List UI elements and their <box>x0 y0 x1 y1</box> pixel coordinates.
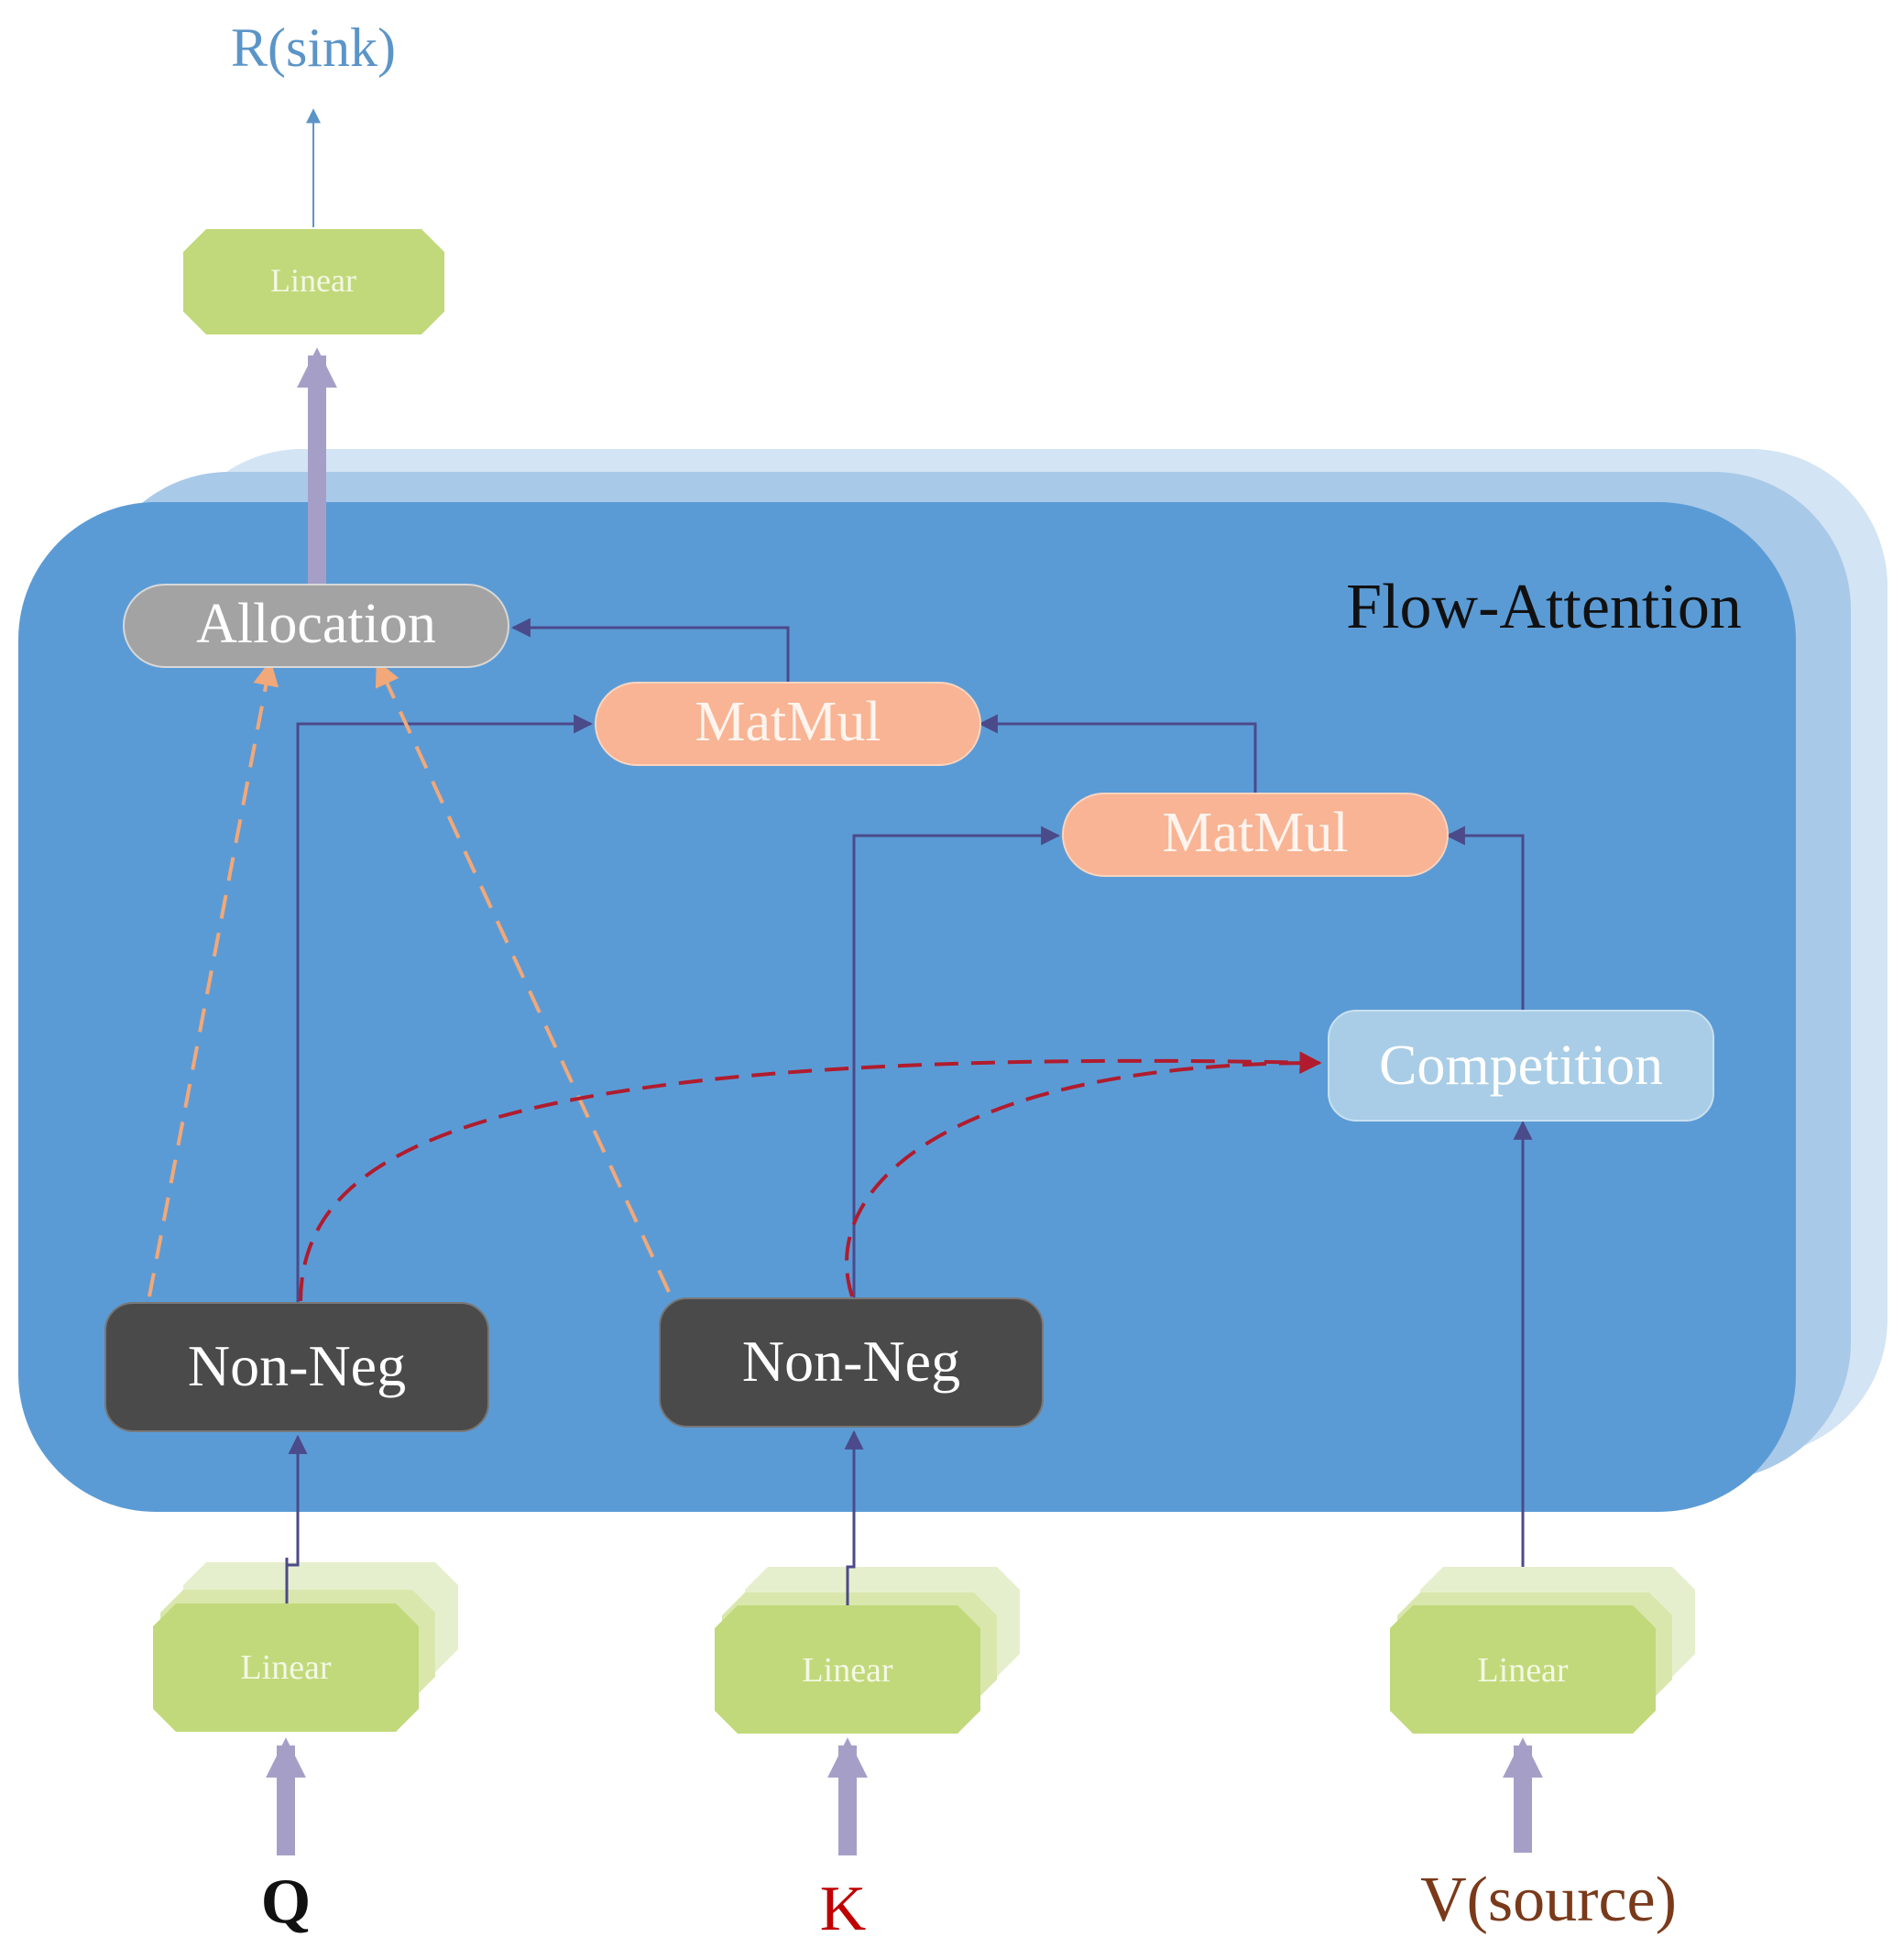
nonneg-label-k: Non-Neg <box>742 1329 960 1394</box>
input-label-q: Q <box>261 1866 311 1937</box>
linear-label-top: Linear <box>270 262 356 299</box>
arrow-nonneg-q-to-matmul-top <box>296 714 594 1306</box>
input-label-k: K <box>820 1874 867 1944</box>
competition-label: Competition <box>1379 1034 1663 1097</box>
linear-stack-v: Linear <box>1390 1567 1695 1734</box>
dashed-nonneg-q-to-competition <box>299 1051 1322 1302</box>
arrow-linear-q-to-nonneg <box>285 1434 308 1603</box>
arrow-matmul-mid-to-matmul-top <box>978 714 1257 793</box>
container-title: Flow-Attention <box>1346 572 1742 642</box>
matmul-label-mid: MatMul <box>1162 802 1348 864</box>
linear-stack-k: Linear <box>715 1567 1020 1734</box>
dashed-nonneg-k-to-allocation <box>375 660 671 1293</box>
linear-label-k: Linear <box>802 1651 893 1690</box>
nonneg-box-q: Non-Neg <box>104 1302 489 1432</box>
linear-label-v: Linear <box>1477 1651 1569 1690</box>
allocation-box: Allocation <box>123 584 509 668</box>
output-label: R(sink) <box>231 17 396 78</box>
arrow-competition-to-matmul-mid <box>1445 826 1525 1011</box>
allocation-label: Allocation <box>196 593 436 655</box>
competition-box: Competition <box>1328 1010 1714 1122</box>
matmul-box-mid: MatMul <box>1062 793 1449 877</box>
matmul-label-top: MatMul <box>695 691 881 753</box>
dashed-nonneg-q-to-allocation <box>148 660 279 1297</box>
arrow-nonneg-k-to-matmul-mid <box>852 826 1061 1303</box>
container-front <box>18 502 1796 1512</box>
linear-label-q: Linear <box>240 1648 332 1687</box>
nonneg-box-k: Non-Neg <box>659 1297 1044 1428</box>
nonneg-label-q: Non-Neg <box>188 1333 406 1398</box>
linear-stack-q: Linear <box>153 1558 458 1732</box>
matmul-box-top: MatMul <box>595 682 981 766</box>
linear-box-top: Linear <box>183 229 444 334</box>
dashed-nonneg-k-to-competition <box>845 1052 1322 1297</box>
arrow-linear-k-to-nonneg <box>844 1429 864 1605</box>
input-label-v: V(source) <box>1420 1865 1677 1935</box>
arrow-matmul-top-to-allocation <box>510 618 790 683</box>
